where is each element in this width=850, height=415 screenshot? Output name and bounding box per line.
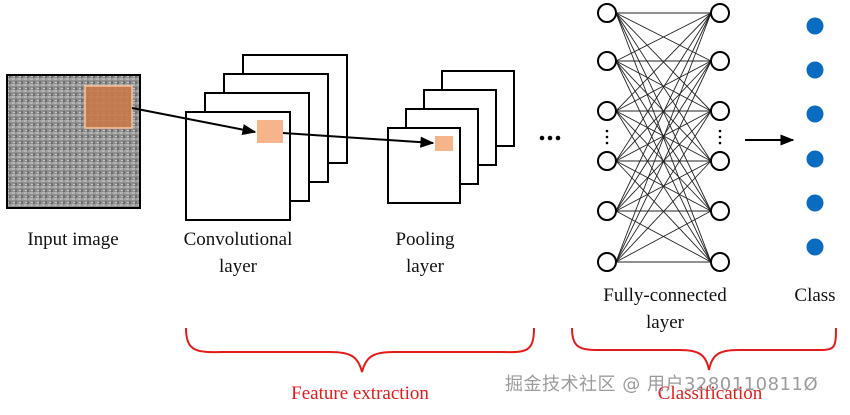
class-outputs — [806, 17, 824, 256]
fc-left-node-3 — [597, 101, 617, 121]
fc-left-node-1 — [597, 3, 617, 23]
fc-right-node-6 — [710, 252, 730, 272]
arrow-input-to-conv — [131, 107, 257, 136]
fc-left-node-5 — [597, 201, 617, 221]
fc-vdots-left — [605, 129, 609, 145]
class-label: Class — [794, 285, 836, 306]
classification-brace — [571, 327, 837, 371]
class-output-6 — [806, 238, 824, 256]
pool-receptive-field — [435, 136, 453, 151]
fc-edge — [615, 12, 712, 112]
ellipsis-dots — [539, 135, 561, 141]
class-output-2 — [806, 61, 824, 79]
fc-edge — [615, 12, 712, 162]
input-image-label: Input image — [27, 229, 119, 250]
fc-edge — [615, 160, 712, 263]
fc-layer-label-line1: Fully-connected — [603, 285, 727, 306]
pool-layer-label-line2: layer — [406, 256, 444, 277]
fc-left-node-6 — [597, 252, 617, 272]
input-receptive-field — [84, 85, 133, 129]
feature-extraction-label: Feature extraction — [291, 383, 429, 404]
class-output-5 — [806, 194, 824, 212]
fc-left-node-2 — [597, 51, 617, 71]
fc-left-node-4 — [597, 151, 617, 171]
fc-edge — [615, 60, 712, 112]
conv-receptive-field — [257, 120, 283, 143]
pool-layer-label-line1: Pooling — [395, 229, 455, 250]
class-output-1 — [806, 17, 824, 35]
fc-nodes — [597, 3, 730, 272]
fc-right-node-3 — [710, 101, 730, 121]
watermark: 掘金技术社区 @ 用户3280110811Ø — [505, 374, 819, 395]
fc-edge — [615, 12, 712, 263]
pool-layer-stack — [387, 70, 515, 204]
fc-edge — [615, 60, 712, 263]
fc-edge — [615, 110, 712, 263]
fc-edge — [615, 12, 712, 212]
fc-layer-label-line2: layer — [646, 312, 684, 333]
fc-right-node-4 — [710, 151, 730, 171]
arrow-conv-to-pool — [282, 132, 435, 148]
class-output-4 — [806, 150, 824, 168]
fc-edge — [615, 60, 712, 212]
feature-extraction-brace — [185, 327, 535, 373]
conv-layer-label-line1: Convolutional — [183, 229, 293, 250]
fc-edge — [615, 12, 712, 62]
fc-right-node-1 — [710, 3, 730, 23]
input-image — [6, 74, 141, 209]
fc-right-node-5 — [710, 201, 730, 221]
classification-label: Classification — [657, 383, 763, 404]
fc-right-node-2 — [710, 51, 730, 71]
class-output-3 — [806, 105, 824, 123]
fc-edge — [615, 210, 712, 263]
conv-layer-label-line2: layer — [219, 256, 257, 277]
fc-connections — [615, 12, 712, 263]
fc-vdots-right — [718, 129, 722, 145]
